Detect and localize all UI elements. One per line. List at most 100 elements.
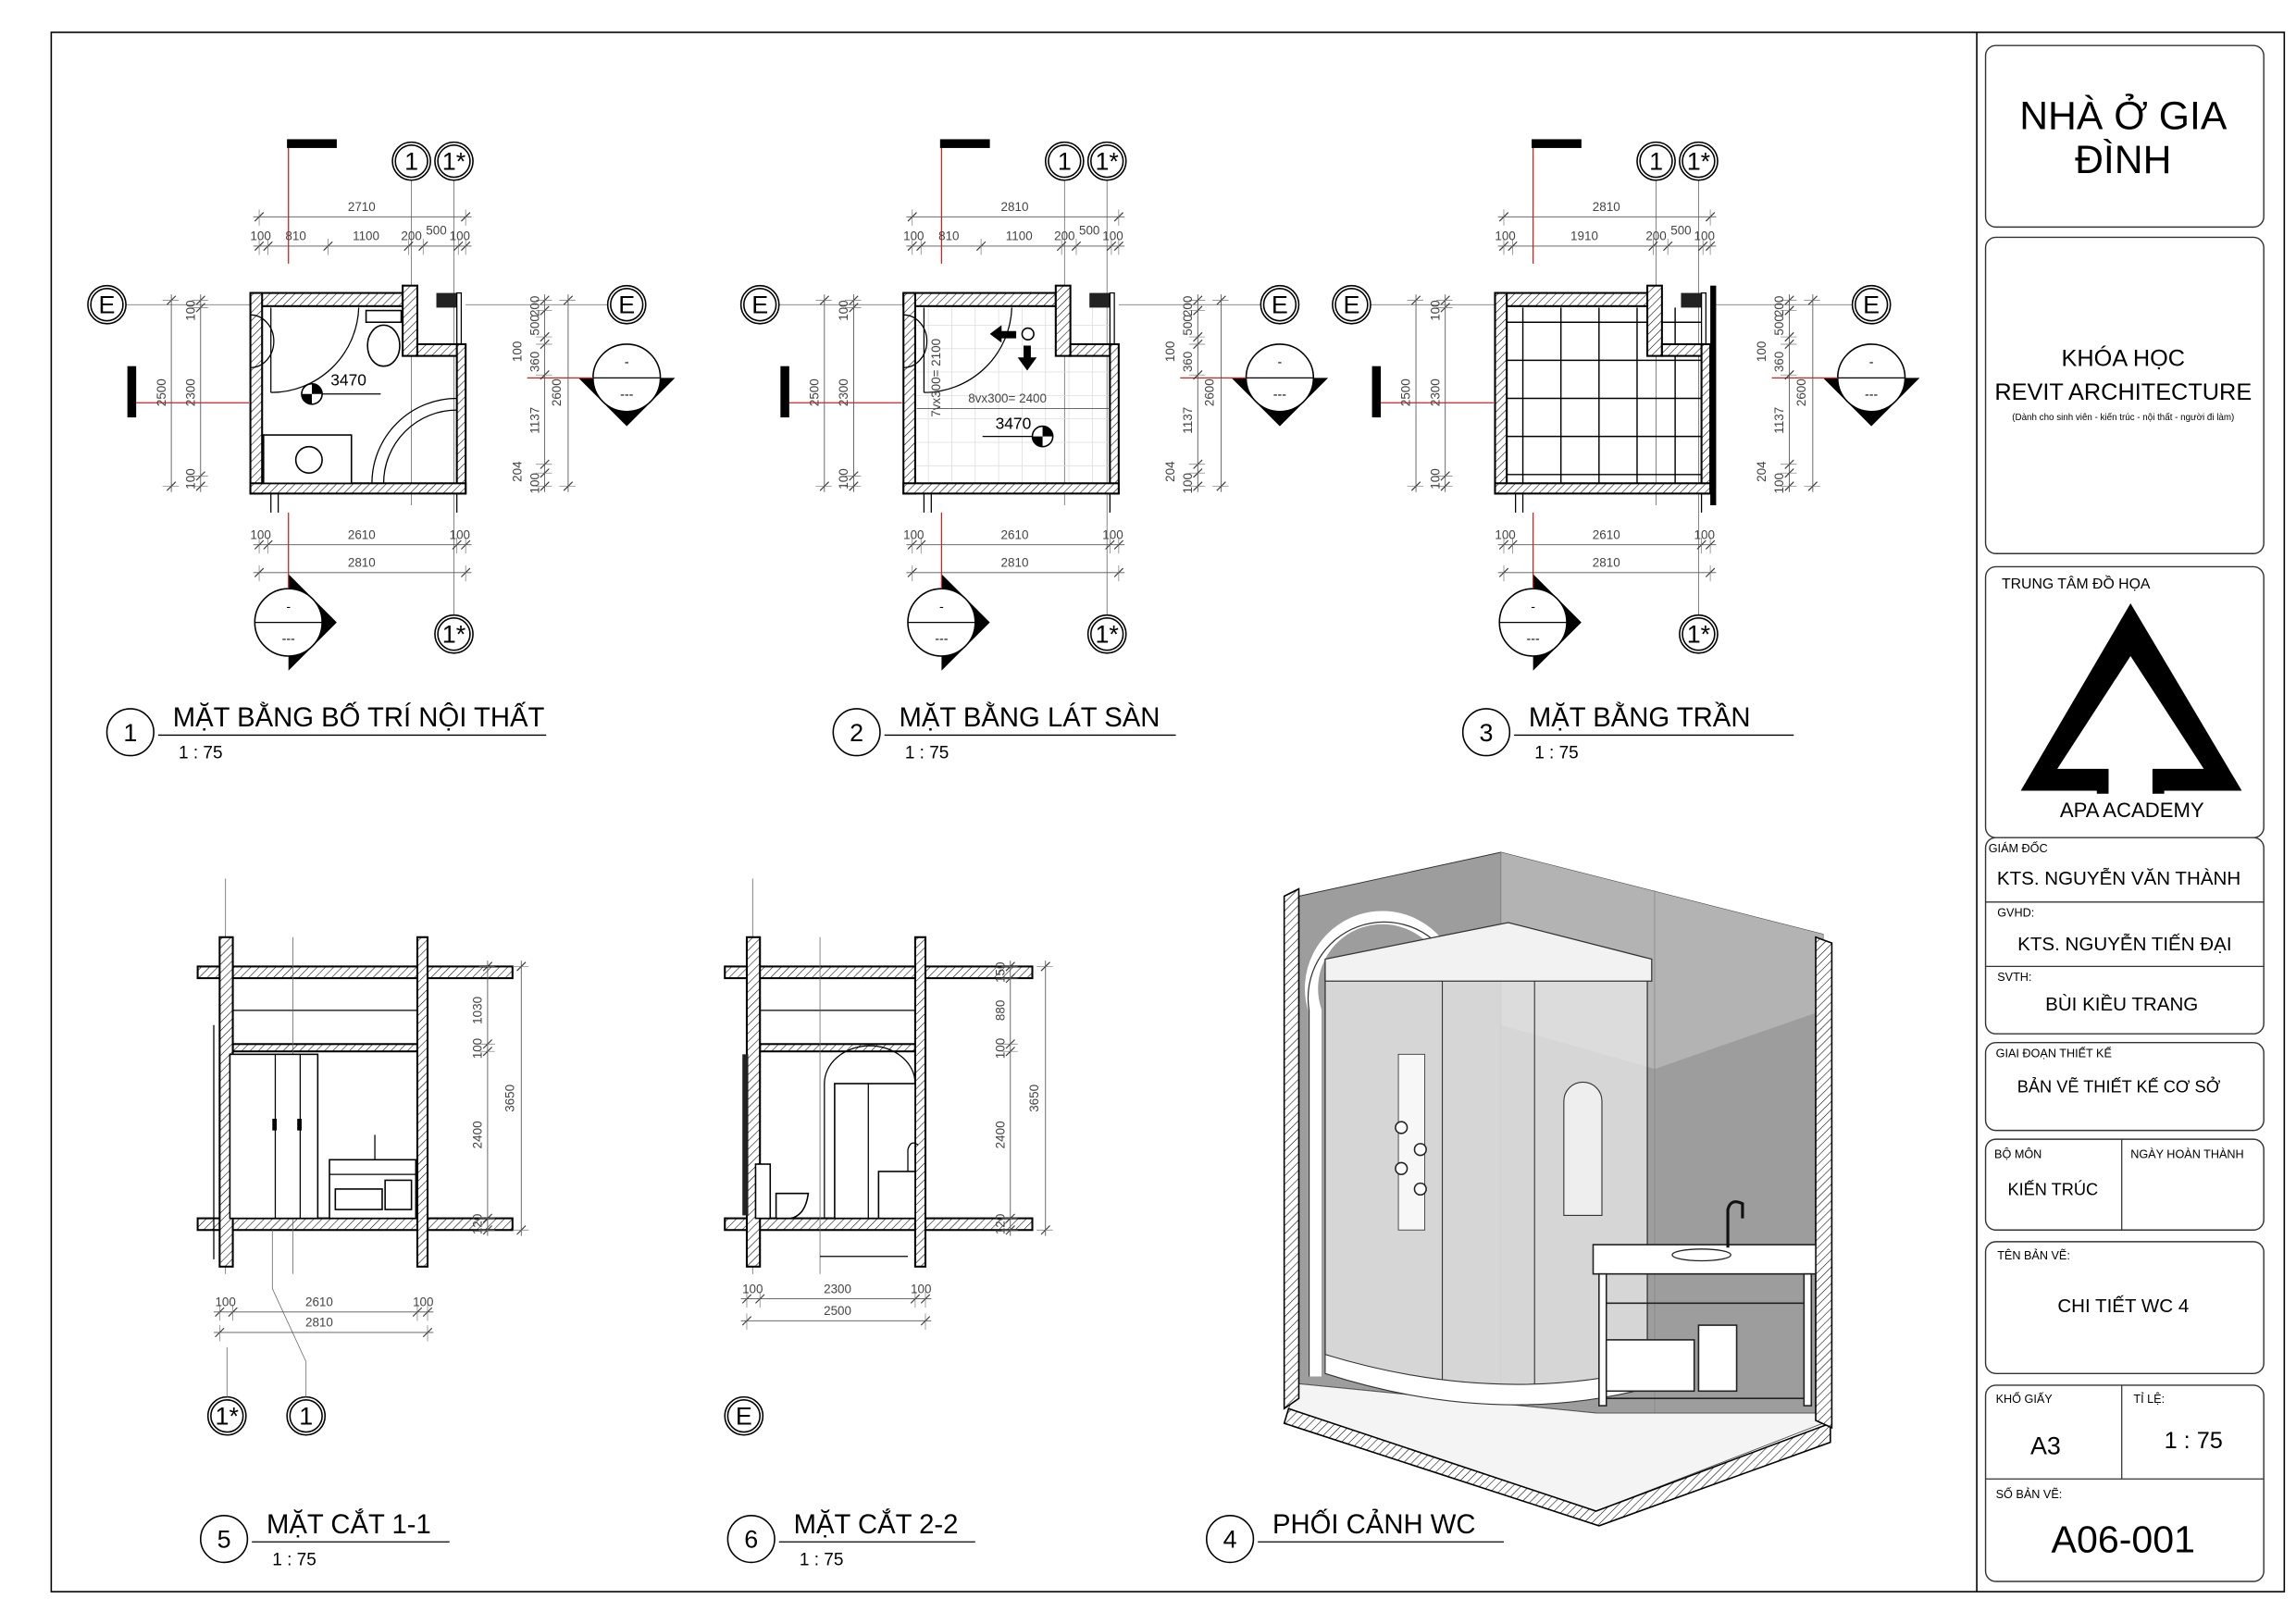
grid-label: E <box>1272 291 1288 319</box>
grid-label: 1 <box>1058 148 1072 176</box>
advisor-name: KTS. NGUYỄN TIẾN ĐẠI <box>2017 934 2231 955</box>
grid-bubble-e-left[interactable]: E <box>739 284 780 325</box>
grid-label: 1 <box>404 148 418 176</box>
view-number: 2 <box>850 719 863 747</box>
grid-bubble-inner <box>1090 143 1124 179</box>
grid-label: E <box>618 291 635 319</box>
view-number: 1 <box>123 719 137 747</box>
grid-bubble-1-star[interactable]: 1* <box>1086 141 1127 181</box>
elevation-tag[interactable]: ---- <box>254 574 337 671</box>
elevation-sheet-ref: - <box>1869 355 1874 370</box>
section-mark-head <box>780 366 789 418</box>
elevation-view-ref: --- <box>620 388 633 403</box>
grid-bubble-1[interactable]: 1 <box>1044 141 1085 181</box>
sheet-name-value: CHI TIẾT WC 4 <box>2057 1295 2189 1317</box>
dim-top-extra: 500 <box>1670 223 1691 237</box>
dim-right: 204 <box>1163 461 1177 482</box>
grid-bubble-inner <box>437 143 471 179</box>
window <box>742 1054 749 1216</box>
elevation-tag[interactable]: ---- <box>1231 343 1329 427</box>
dim-bottom: 100 <box>903 527 924 541</box>
section-mark-head <box>127 366 137 418</box>
section-mark[interactable] <box>287 139 337 264</box>
section-mark[interactable] <box>939 139 990 264</box>
grid-bubble-1[interactable]: 1 <box>286 1395 327 1436</box>
toilet <box>775 1192 810 1220</box>
view-scale: 1 : 75 <box>905 744 949 763</box>
wall-top <box>1494 291 1649 307</box>
section-mark-head <box>939 139 990 148</box>
grid-bubble-1[interactable]: 1 <box>391 141 431 181</box>
shower-jet <box>1395 1121 1409 1134</box>
dim-left: 2300 <box>837 378 850 406</box>
sheet-number-value: A06-001 <box>2052 1518 2195 1560</box>
view-title: MẶT BẰNG LÁT SÀN <box>900 701 1160 733</box>
grid-bubble-e-right[interactable]: E <box>606 284 647 325</box>
grid-bubble-inner <box>743 288 777 322</box>
view-scale: 1 : 75 <box>1534 744 1578 763</box>
grid-bubble-e-left[interactable]: E <box>87 284 127 325</box>
wall-right <box>416 936 429 1268</box>
dim-bottom-overall: 2500 <box>824 1304 851 1318</box>
grid-label: 1* <box>1095 148 1119 176</box>
grid-bubble-1-star[interactable]: 1* <box>1679 141 1719 181</box>
project-title-line1: NHÀ Ở GIA <box>2019 93 2228 138</box>
grid-bubble-1-star-bottom[interactable]: 1* <box>1679 614 1719 654</box>
sheet-number-label: SỐ BẢN VẼ: <box>1996 1487 2063 1501</box>
grid-line <box>271 1288 307 1362</box>
right-wall-section <box>1815 936 1833 1430</box>
wall-right-upper <box>1109 291 1115 345</box>
view-scale: 1 : 75 <box>800 1551 843 1570</box>
dim-top: 200 <box>401 229 421 243</box>
grid-bubble-inner <box>394 143 428 179</box>
sheet-border <box>50 31 2286 1593</box>
grid-bubble-1-star-bottom[interactable]: 1* <box>434 614 474 654</box>
shower-jet <box>1413 1143 1427 1157</box>
view-title: PHỐI CẢNH WC <box>1272 1508 1476 1540</box>
grid-bubble-1-star-bottom[interactable]: 1* <box>1086 614 1127 654</box>
section-mark[interactable] <box>1532 139 1582 264</box>
wall-top <box>249 291 404 307</box>
elevation-tag[interactable]: ---- <box>577 343 676 427</box>
dim-top: 810 <box>938 229 959 243</box>
dim-top-overall: 2810 <box>1001 200 1029 214</box>
dim-top: 200 <box>1645 229 1666 243</box>
shower-tray-inner <box>382 409 457 484</box>
dim-right: 500 <box>527 315 541 335</box>
grid-bubble-1[interactable]: 1 <box>1636 141 1676 181</box>
grid-bubble-e-left[interactable]: E <box>1332 284 1371 325</box>
section-mark[interactable] <box>1371 366 1494 418</box>
logo-inner-triangle <box>2057 655 2204 769</box>
grid-bubble-inner <box>1682 143 1716 179</box>
grid-bubble-1-star[interactable]: 1* <box>434 141 474 181</box>
door-swing <box>270 307 360 393</box>
dim-bottom-overall: 2810 <box>1593 555 1620 569</box>
section-mark[interactable] <box>780 366 902 418</box>
advisor-label: GVHD: <box>1997 907 2034 920</box>
elevation-tag[interactable]: ---- <box>1822 343 1920 427</box>
section-mark[interactable] <box>127 366 249 418</box>
dim-bottom: 2610 <box>1001 527 1029 541</box>
grid-bubble-e-right[interactable]: E <box>1260 284 1300 325</box>
dim-right: 360 <box>1772 352 1786 372</box>
dim-top: 200 <box>1054 229 1074 243</box>
dim-right: 100 <box>527 473 541 493</box>
dim-right: 100 <box>1181 473 1195 493</box>
floor-slab <box>1283 1407 1831 1527</box>
elevation-tag[interactable]: ---- <box>907 574 990 671</box>
dim-right: 100 <box>1755 341 1769 362</box>
view-number-circle <box>726 1514 776 1564</box>
view-scale: 1 : 75 <box>179 744 222 763</box>
grid-bubble-e[interactable]: E <box>724 1395 764 1436</box>
shower-enclosure <box>229 1053 319 1220</box>
dim-right-overall: 2600 <box>550 378 564 406</box>
grid-bubble-1-star[interactable]: 1* <box>206 1395 247 1436</box>
shaft-block <box>436 292 457 308</box>
grid-bubble-e-right[interactable]: E <box>1851 284 1892 325</box>
elevation-tag[interactable]: ---- <box>1498 574 1582 671</box>
roof-slab <box>196 965 514 980</box>
dim-left: 100 <box>183 300 197 320</box>
drain-slope-arrow-left-icon <box>989 325 1017 343</box>
